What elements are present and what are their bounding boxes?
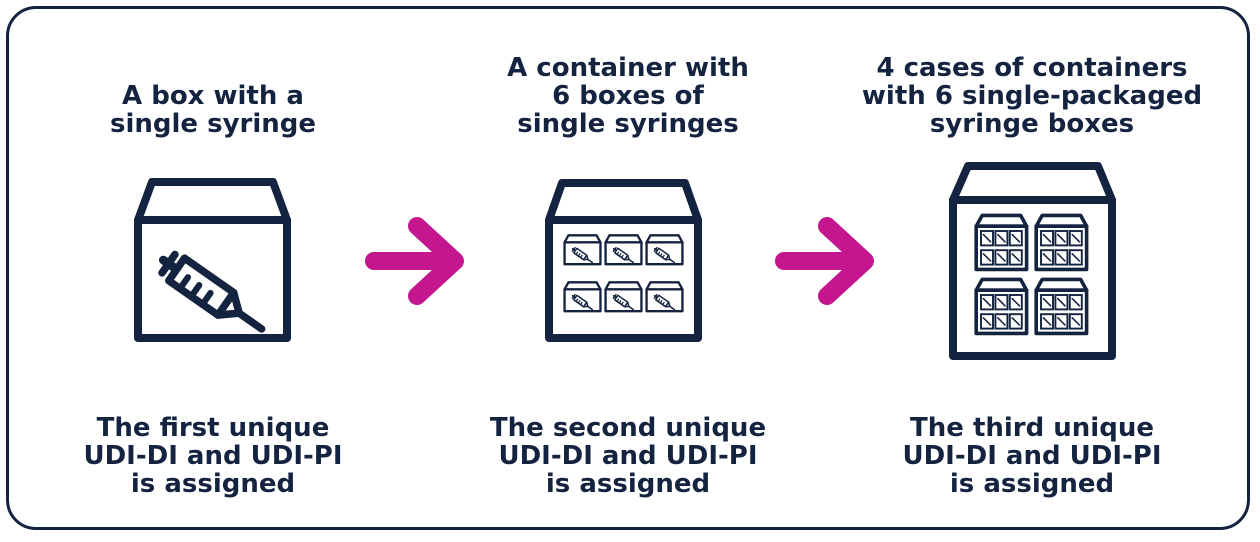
step-3-title-line-2: with 6 single-packaged (861, 81, 1203, 111)
step-2-title: A container with 6 boxes of single syrin… (468, 54, 788, 138)
step-3-caption: The third unique UDI-DI and UDI-PI is as… (872, 414, 1192, 498)
step-1-title-line-2: single syringe (109, 109, 317, 139)
arrow-right-icon (784, 226, 865, 296)
step-3-caption-line-3: is assigned (949, 469, 1115, 499)
step-3-title: 4 cases of containers with 6 single-pack… (842, 54, 1222, 138)
step-3-caption-line-2: UDI-DI and UDI-PI (902, 441, 1162, 471)
step-3-title-line-3: syringe boxes (929, 109, 1135, 139)
step-3-title-line-1: 4 cases of containers (876, 53, 1188, 83)
step-2-title-line-2: 6 boxes of (552, 81, 704, 111)
step-1-caption: The first unique UDI-DI and UDI-PI is as… (63, 414, 363, 498)
container-with-six-boxes-icon (545, 179, 702, 342)
step-2-title-line-1: A container with (507, 53, 749, 83)
diagram-frame (6, 6, 1250, 530)
box-with-syringe-icon (134, 178, 291, 340)
step-1-title: A box with a single syringe (63, 82, 363, 138)
step-2-title-line-3: single syringes (517, 109, 739, 139)
step-1-caption-line-3: is assigned (130, 469, 296, 499)
step-2-caption-line-1: The second unique (489, 413, 767, 443)
step-2-caption-line-3: is assigned (545, 469, 711, 499)
step-1-caption-line-2: UDI-DI and UDI-PI (83, 441, 343, 471)
case-with-four-containers-icon (949, 162, 1116, 360)
step-1-title-line-1: A box with a (122, 81, 304, 111)
step-2-caption-line-2: UDI-DI and UDI-PI (498, 441, 758, 471)
step-1-caption-line-1: The first unique (96, 413, 330, 443)
step-3-caption-line-1: The third unique (910, 413, 1154, 443)
arrow-right-icon (374, 226, 455, 296)
step-2-caption: The second unique UDI-DI and UDI-PI is a… (468, 414, 788, 498)
